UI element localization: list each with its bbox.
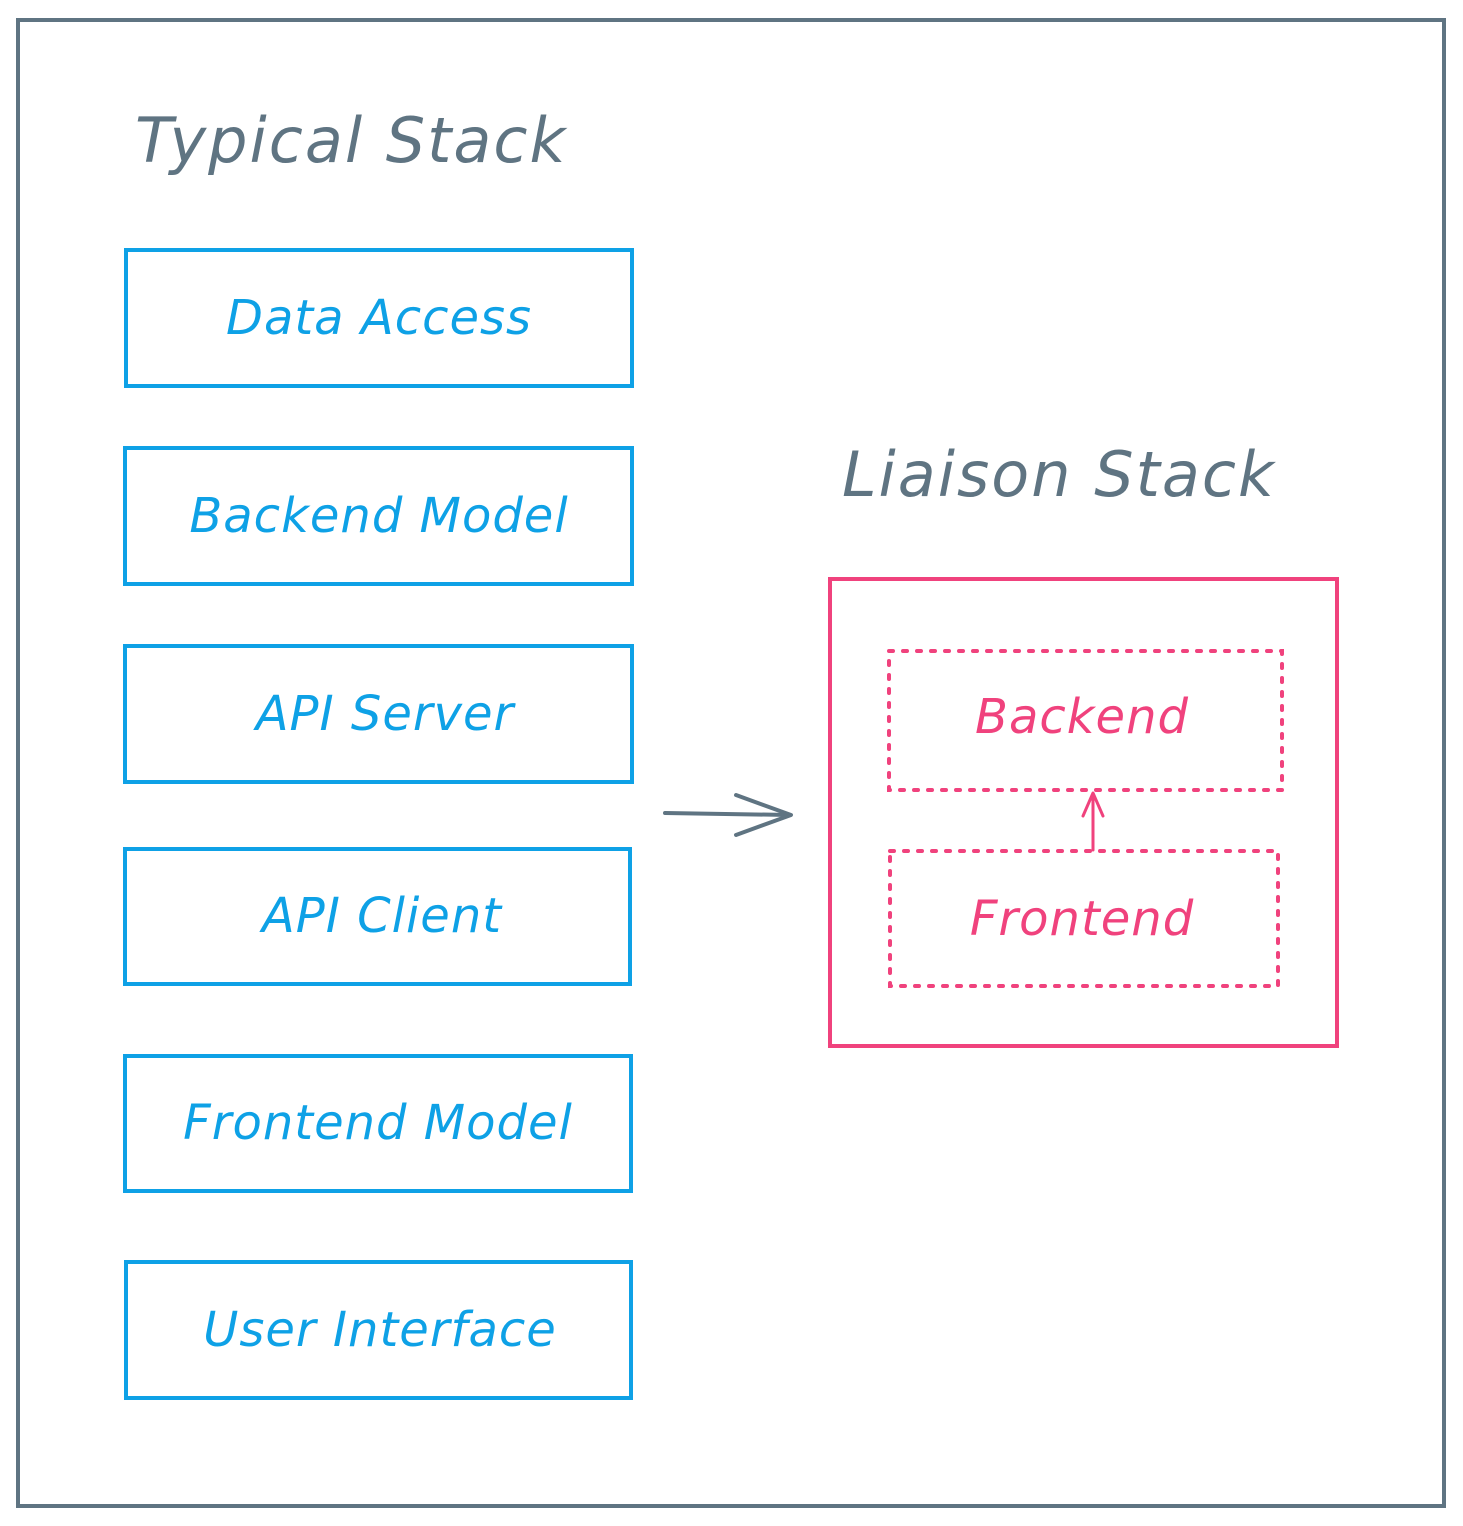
layer-frontend-model: Frontend Model [123,1054,633,1193]
layer-api-server: API Server [123,644,634,784]
layer-user-interface: User Interface [124,1260,633,1400]
liaison-backend-box [887,649,1284,792]
frontend-to-backend-arrow [1081,791,1105,852]
layer-box [123,644,634,784]
layer-box [123,446,634,586]
layer-box [123,1054,633,1193]
layer-label: Frontend Model [183,1095,573,1151]
layer-label: API Client [259,888,503,944]
layer-box [123,847,632,986]
liaison-backend: Backend [887,649,1284,792]
transition-arrow [663,793,793,837]
layer-label: Backend Model [189,488,568,544]
layer-api-client: API Client [123,847,632,986]
layer-box [124,1260,633,1400]
layer-label: Data Access [226,290,532,346]
liaison-frontend-label: Frontend [970,891,1194,947]
typical-stack-title: Typical Stack [135,104,568,177]
layer-data-access: Data Access [124,248,634,388]
liaison-stack-container [828,577,1339,1048]
liaison-frontend: Frontend [888,849,1280,988]
liaison-backend-label: Backend [975,689,1189,745]
layer-label: API Server [253,686,517,742]
layer-label: User Interface [203,1302,557,1358]
layer-backend-model: Backend Model [123,446,634,586]
layer-box [124,248,634,388]
outer-frame [16,18,1446,1508]
typical-stack-layers: Data Access Backend Model API Server API… [123,248,634,1400]
liaison-frontend-box [888,849,1280,988]
liaison-stack: Backend Frontend [828,577,1339,1048]
liaison-stack-title: Liaison Stack [842,438,1276,511]
